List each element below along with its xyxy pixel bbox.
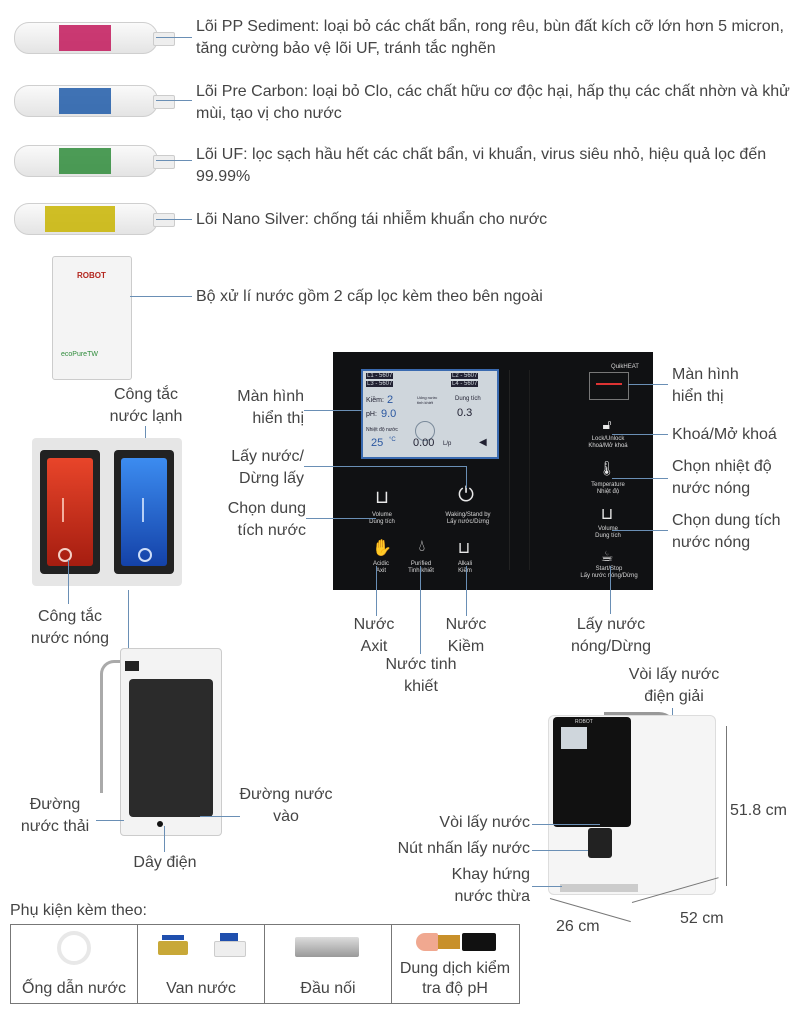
drip-tray	[560, 884, 638, 892]
processor-sub-brand: ecoPureTW	[61, 351, 98, 358]
filter-nano-silver-text: Lõi Nano Silver: chống tái nhiễm khuẩn c…	[196, 211, 548, 228]
callout-button: Nút nhấn lấy nước	[397, 840, 530, 857]
volume-icon[interactable]: ⊔	[374, 487, 390, 507]
acid-hand-icon[interactable]: ✋	[372, 540, 392, 557]
accessory-valve-label: Van nước	[166, 980, 236, 997]
callout-volume-right: Chọn dung tích nước nóng	[672, 512, 781, 551]
connector-image	[295, 937, 359, 957]
alkaline-cup-icon[interactable]: ⊔	[457, 540, 471, 557]
callout-lock: Khoá/Mở khoá	[672, 426, 777, 443]
lcd-row-l1: L1 - 5607	[366, 373, 394, 379]
lcd-row-l4: L4 - 5607	[451, 381, 479, 387]
lcd-temp-value: 25	[371, 437, 384, 449]
callout-power-cord: Dây điện	[133, 854, 197, 871]
hot-cup-icon[interactable]: ☕︎	[600, 548, 614, 564]
back-switch-block	[125, 661, 139, 671]
processor-box-image: ROBOT ecoPureTW	[52, 256, 132, 380]
lcd-dungtich-value: 0.3	[457, 407, 473, 419]
accessory-hose: Ống dẫn nước	[11, 925, 138, 1003]
pp-cartridge-image	[14, 22, 175, 54]
filter-pp-text: Lõi PP Sediment: loại bỏ các chất bẩn, r…	[196, 18, 784, 57]
callout-purified: Nước tinh khiết	[385, 656, 457, 695]
power-icon[interactable]: ⏻	[458, 484, 474, 506]
lcd-kiem-value: 2	[387, 394, 394, 406]
depth-dimension: 52 cm	[680, 910, 724, 927]
callout-inlet: Đường nước vào	[239, 786, 333, 825]
power-switch-panel	[32, 438, 182, 586]
uf-cartridge-image	[14, 145, 175, 177]
quikheat-display	[589, 372, 629, 400]
callout-drain: Đường nước thải	[20, 796, 90, 835]
condenser-coil	[129, 679, 213, 817]
lcd-kiem-label: Kiềm:	[366, 397, 384, 404]
lcd-ph-value: 9.0	[381, 408, 397, 420]
pre-carbon-cartridge-image	[14, 85, 175, 117]
accessory-connector-label: Đầu nối	[300, 980, 356, 997]
callout-electrolysis-tap: Vòi lấy nước điện giải	[628, 666, 720, 705]
nano-silver-cartridge-image	[14, 203, 175, 235]
callout-cold-switch: Công tắc nước lạnh	[109, 386, 183, 425]
width-dimension: 26 cm	[556, 918, 600, 935]
brass-valve-image	[158, 941, 188, 955]
processor-text: Bộ xử lí nước gồm 2 cấp lọc kèm theo bên…	[196, 288, 543, 305]
back-panel-image	[120, 648, 222, 836]
filter-uf-text: Lõi UF: lọc sạch hầu hết các chất bẩn, v…	[196, 146, 767, 185]
callout-tray: Khay hứng nước thừa	[451, 866, 530, 905]
hot-water-switch[interactable]	[40, 450, 100, 574]
accessory-ph-test-label: Dung dịch kiểm tra độ pH	[399, 960, 511, 997]
accessory-valve: Van nước	[138, 925, 265, 1003]
callout-display-left: Màn hình hiển thị	[237, 388, 304, 427]
callout-volume-left: Chọn dung tích nước	[227, 500, 306, 539]
quikheat-label: QuikHEAT	[611, 364, 639, 370]
device-control-panel: ROBOT	[553, 717, 631, 827]
ph-bottle-cap-image	[416, 933, 438, 951]
lcd-row-l2: L2 - 5607	[451, 373, 479, 379]
accessories-table: Ống dẫn nước Van nước Đầu nối Dung dịch …	[10, 924, 520, 1004]
control-panel: L1 - 5607 L3 - 5607 L2 - 5607 L4 - 5607 …	[333, 352, 653, 590]
callout-temp: Chọn nhiệt độ nước nóng	[672, 458, 772, 497]
lcd-dungtich-label: Dung tích	[455, 396, 481, 402]
lock-icon[interactable]: 🔓︎	[602, 416, 612, 432]
callout-display-right: Màn hình hiển thị	[672, 366, 739, 405]
callout-alkaline: Nước Kiềm	[445, 616, 487, 655]
accessory-hose-label: Ống dẫn nước	[22, 980, 126, 997]
lcd-flow-unit: L/p	[443, 441, 452, 447]
callout-tap: Vòi lấy nước	[439, 814, 530, 831]
speaker-icon: ◀	[479, 437, 487, 448]
cold-water-switch[interactable]	[114, 450, 174, 574]
accessory-ph-test: Dung dịch kiểm tra độ pH	[392, 925, 518, 1003]
lcd-row-l3: L3 - 5607	[366, 381, 394, 387]
lcd-mode-text: Uống nước tinh khiết	[417, 395, 438, 405]
lcd-temp-unit: °C	[389, 437, 396, 443]
lcd-flow-value: 0.00	[413, 437, 435, 449]
dispense-button[interactable]	[588, 828, 612, 858]
callout-dispense-left: Lấy nước/ Dừng lấy	[231, 448, 304, 487]
lcd-temp-label: Nhiệt độ nước	[366, 427, 398, 433]
processor-brand-logo: ROBOT	[77, 271, 106, 280]
lcd-ph-label: pH:	[366, 411, 377, 418]
water-drop-icon	[415, 421, 435, 441]
accessories-title: Phụ kiện kèm theo:	[10, 902, 147, 919]
accessory-connector: Đầu nối	[265, 925, 392, 1003]
callout-hot-switch: Công tắc nước nóng	[30, 608, 110, 647]
hose-ring-image	[57, 931, 91, 965]
filter-pre-carbon-text: Lõi Pre Carbon: loại bỏ Clo, các chất hữ…	[196, 83, 790, 122]
thermometer-icon[interactable]: 🌡︎	[598, 460, 616, 476]
plastic-valve-image	[214, 941, 246, 957]
purified-drop-icon[interactable]: 💧︎	[418, 538, 426, 555]
callout-hot-dispense: Lấy nước nóng/Dừng	[570, 616, 652, 655]
hot-volume-icon[interactable]: ⊔	[600, 506, 614, 523]
callout-acid: Nước Axit	[353, 616, 395, 655]
height-dimension: 51.8 cm	[730, 802, 787, 819]
lcd-display: L1 - 5607 L3 - 5607 L2 - 5607 L4 - 5607 …	[361, 369, 499, 459]
